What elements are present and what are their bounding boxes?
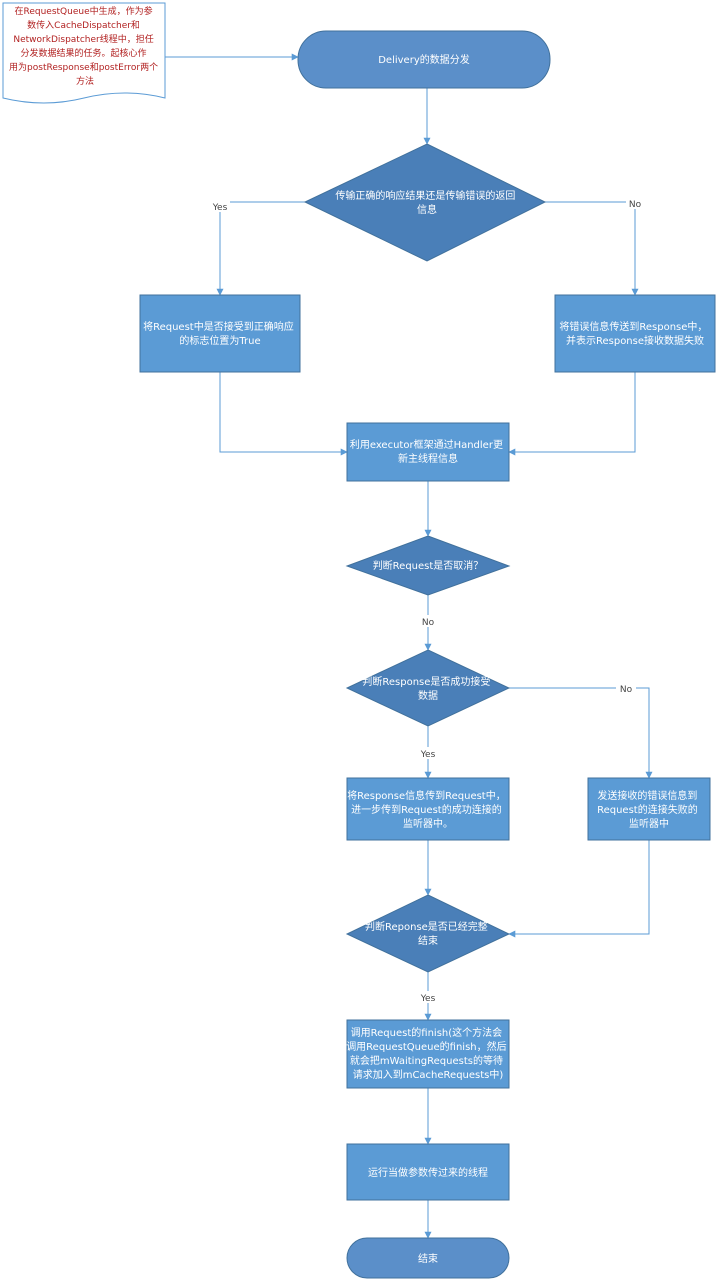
call-finish-label: 调用Request的finish(这个方法会 调用RequestQueue的fi…: [346, 1026, 510, 1081]
send-error-label: 将错误信息传送到Response中， 并表示Response接收数据失败: [559, 320, 710, 347]
call-finish-node: 调用Request的finish(这个方法会 调用RequestQueue的fi…: [346, 1019, 510, 1089]
end-node: 结束: [346, 1237, 510, 1279]
decision-cancel-node: 判断Request是否取消？: [345, 535, 511, 596]
run-thread-label: 运行当做参数传过来的线程: [368, 1166, 488, 1179]
decision-finish-node: 判断Reponse是否已经完整 结束: [345, 894, 511, 973]
edge-labels: Yes No No Yes No Yes: [210, 197, 644, 1004]
note-line: 数传入CacheDispatcher和: [27, 19, 140, 31]
note-line: 分发数据结果的任务。起核心作: [21, 47, 147, 59]
pass-success-node: 将Response信息传到Request中， 进一步传到Request的成功连接…: [346, 777, 510, 841]
note-line: 在RequestQueue中生成，作为参: [15, 5, 153, 17]
note-annotation: 在RequestQueue中生成，作为参 数传入CacheDispatcher和…: [2, 2, 166, 104]
start-node-label: Delivery的数据分发: [378, 53, 470, 66]
decision-result-label: 传输正确的响应结果还是传输错误的返回 信息: [335, 189, 518, 216]
start-node: Delivery的数据分发: [297, 30, 551, 89]
pass-fail-node: 发送接收的错误信息到 Request的连接失败的 监听器中: [587, 777, 711, 841]
update-main-node: 利用executor框架通过Handler更 新主线程信息: [346, 422, 510, 482]
run-thread-node: 运行当做参数传过来的线程: [346, 1143, 510, 1201]
note-line: NetworkDispatcher线程中，担任: [13, 33, 153, 45]
note-text: 在RequestQueue中生成，作为参 数传入CacheDispatcher和…: [9, 5, 161, 87]
edge-set-flag-to-update: [219, 372, 348, 456]
edges: [165, 53, 653, 1239]
edge-label-yes: Yes: [420, 994, 436, 1004]
send-error-node: 将错误信息传送到Response中， 并表示Response接收数据失败: [554, 294, 716, 373]
note-shape: [2, 2, 166, 104]
edge-fail-to-finish: [508, 840, 650, 938]
edge-label-yes: Yes: [420, 750, 436, 760]
pass-success-label: 将Response信息传到Request中， 进一步传到Request的成功连接…: [347, 789, 509, 830]
edge-no-to-send-error: [545, 201, 639, 296]
decision-cancel-label: 判断Request是否取消？: [373, 559, 484, 572]
edge-success-no-to-fail: [509, 687, 653, 779]
end-node-label: 结束: [418, 1252, 438, 1265]
pass-fail-label: 发送接收的错误信息到 Request的连接失败的 监听器中: [597, 789, 701, 830]
note-line: 方法: [76, 75, 94, 87]
set-flag-label: 将Request中是否接受到正确响应 的标志位置为True: [143, 320, 297, 347]
edge-label-no: No: [629, 200, 642, 210]
decision-success-label: 判断Response是否成功接受 数据: [362, 675, 493, 702]
edge-label-no: No: [620, 685, 633, 695]
set-flag-node: 将Request中是否接受到正确响应 的标志位置为True: [139, 294, 301, 373]
decision-result-node: 传输正确的响应结果还是传输错误的返回 信息: [303, 143, 547, 262]
note-line: 用为postResponse和postError两个: [9, 61, 158, 73]
edge-label-no: No: [422, 618, 435, 628]
edge-send-error-to-update: [508, 372, 636, 456]
edge-label-yes: Yes: [212, 203, 228, 213]
edge-yes-to-set-flag: [216, 201, 305, 296]
decision-finish-label: 判断Reponse是否已经完整 结束: [365, 920, 491, 947]
decision-success-node: 判断Response是否成功接受 数据: [345, 649, 511, 727]
update-main-label: 利用executor框架通过Handler更 新主线程信息: [350, 438, 506, 465]
